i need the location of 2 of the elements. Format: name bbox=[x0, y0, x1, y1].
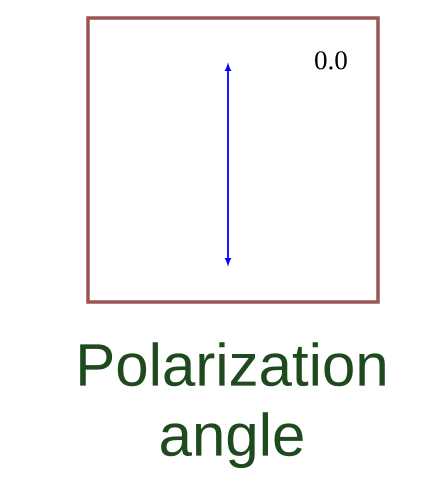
square-frame: 0.0 bbox=[86, 16, 380, 304]
caption: Polarization angle bbox=[80, 342, 385, 468]
